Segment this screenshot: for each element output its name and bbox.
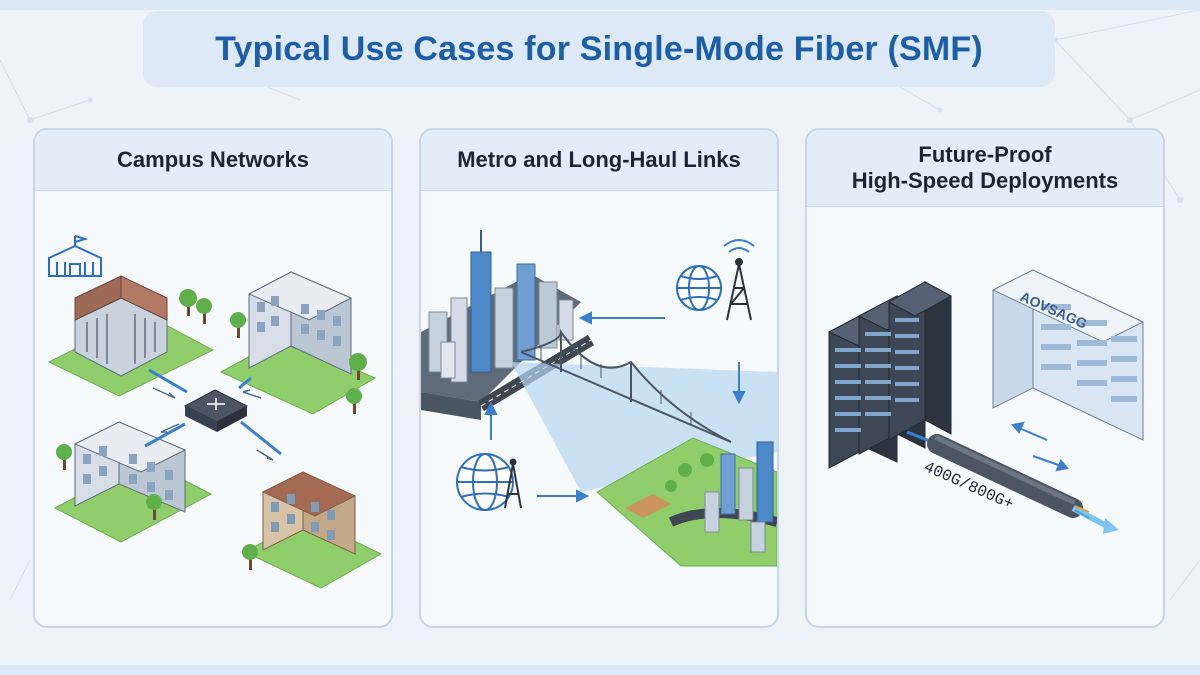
panel-heading: Future-Proof High-Speed Deployments [851, 142, 1119, 193]
datacenter-illustration: AOVSAGG 400G/800G+ [827, 269, 1145, 534]
panel-metro-long-haul: Metro and Long-Haul Links [419, 128, 779, 628]
cell-tower-icon [504, 458, 522, 509]
campus-network-illustration [47, 235, 383, 589]
panel-header: Metro and Long-Haul Links [421, 130, 777, 191]
router-icon [183, 389, 249, 432]
bottom-edge-band [0, 665, 1200, 675]
city-skyline [428, 230, 574, 383]
globe-icon [456, 453, 514, 511]
page-title: Typical Use Cases for Single-Mode Fiber … [215, 29, 983, 68]
metro-network-illustration [421, 230, 777, 567]
top-edge-band [0, 0, 1200, 10]
server-rack-icon [827, 281, 953, 469]
cell-tower-icon [723, 239, 755, 321]
panel-future-proof: Future-Proof High-Speed Deployments [805, 128, 1165, 628]
title-bar: Typical Use Cases for Single-Mode Fiber … [143, 11, 1055, 87]
panel-header: Future-Proof High-Speed Deployments [807, 130, 1163, 207]
campus-building [261, 471, 357, 555]
fiber-cable-icon [927, 434, 1119, 534]
panel-heading: Campus Networks [117, 147, 309, 172]
panel-campus-networks: Campus Networks [33, 128, 393, 628]
suspension-bridge [520, 328, 732, 443]
school-icon [48, 235, 102, 277]
panel-heading: Metro and Long-Haul Links [457, 147, 741, 172]
server-rack-icon: AOVSAGG [991, 269, 1145, 441]
panel-header: Campus Networks [35, 130, 391, 191]
campus-building [247, 271, 353, 375]
globe-icon [676, 265, 722, 311]
campus-building [73, 421, 187, 513]
campus-building [74, 275, 168, 377]
